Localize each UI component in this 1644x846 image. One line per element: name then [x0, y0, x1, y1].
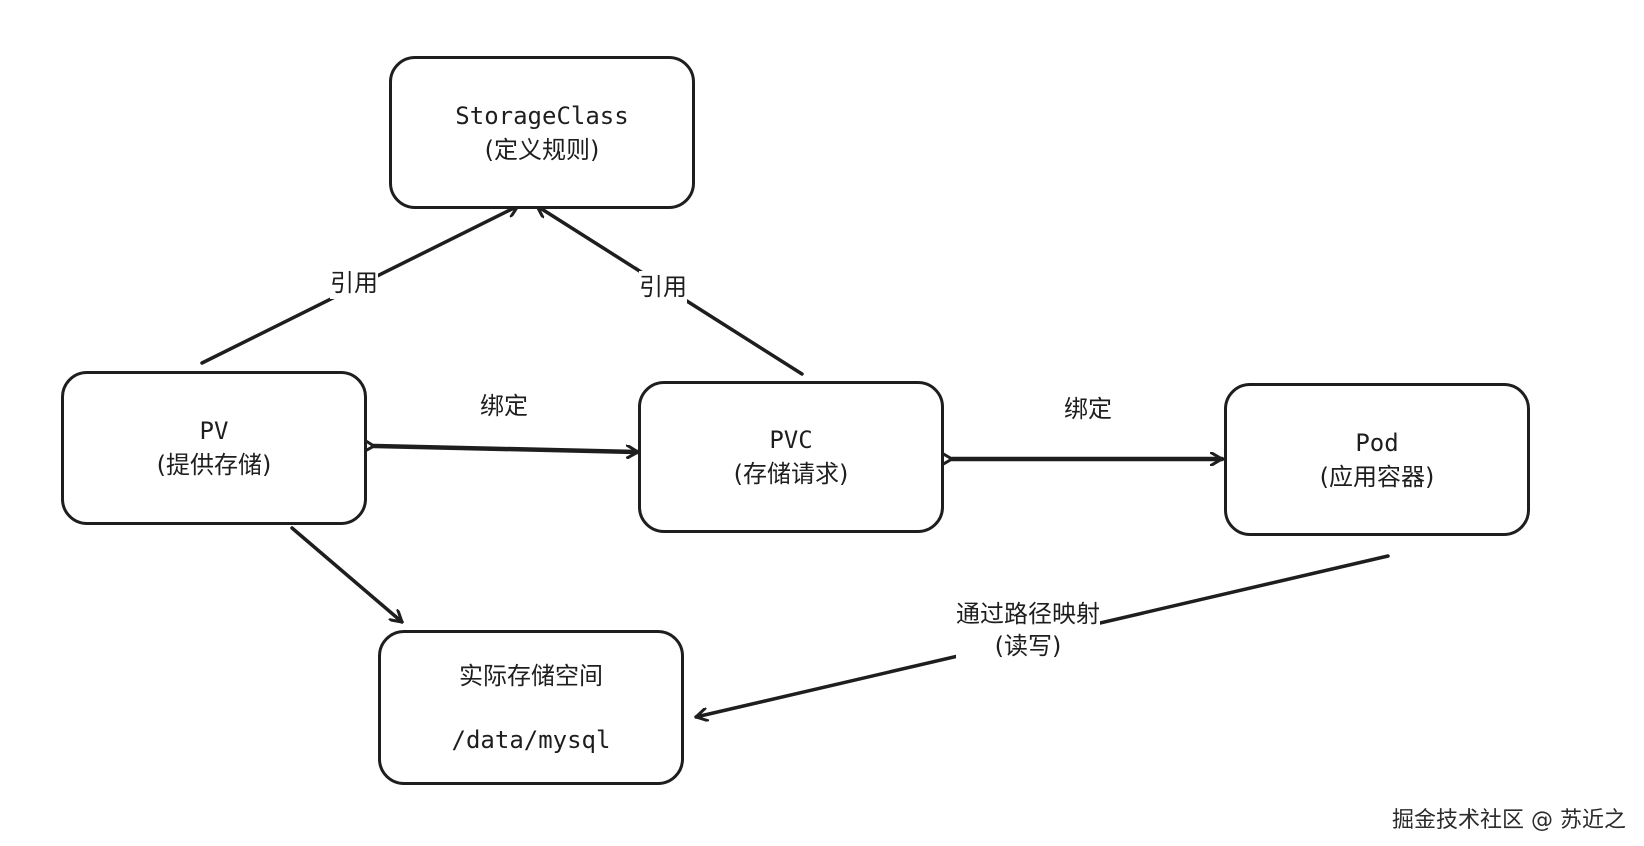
- pvc-node: PVC (存储请求): [638, 381, 944, 533]
- pod-title: Pod: [1355, 428, 1399, 457]
- edge-pv-to-storage: [290, 526, 404, 624]
- edge-label-pv-storageclass: 引用: [330, 267, 378, 299]
- edge-pv-pvc: [374, 446, 641, 452]
- pod-node: Pod (应用容器): [1224, 383, 1530, 536]
- actual-storage-node: 实际存储空间 /data/mysql: [378, 630, 684, 785]
- storageclass-subtitle: (定义规则): [484, 135, 600, 164]
- storageclass-title: StorageClass: [455, 101, 629, 130]
- storageclass-node: StorageClass (定义规则): [389, 56, 695, 209]
- pvc-subtitle: (存储请求): [733, 460, 849, 488]
- edge-label-pvc-pod: 绑定: [1064, 393, 1112, 425]
- watermark-text: 掘金技术社区 @ 苏近之: [1392, 808, 1626, 833]
- edge-label-pod-storage-line1: 通过路径映射: [956, 600, 1100, 628]
- pvc-title: PVC: [769, 426, 813, 454]
- actual-storage-path: /data/mysql: [451, 725, 611, 754]
- pv-subtitle: (提供存储): [156, 451, 272, 479]
- edge-label-pvc-storageclass: 引用: [639, 271, 687, 303]
- pod-subtitle: (应用容器): [1319, 462, 1435, 491]
- edge-label-pod-storage-line2: (读写): [994, 632, 1062, 660]
- edge-label-pv-pvc: 绑定: [480, 390, 528, 422]
- actual-storage-title: 实际存储空间: [459, 661, 603, 690]
- pv-title: PV: [199, 417, 229, 445]
- pv-node: PV (提供存储): [61, 371, 367, 525]
- edge-label-pod-storage: 通过路径映射 (读写): [956, 598, 1100, 662]
